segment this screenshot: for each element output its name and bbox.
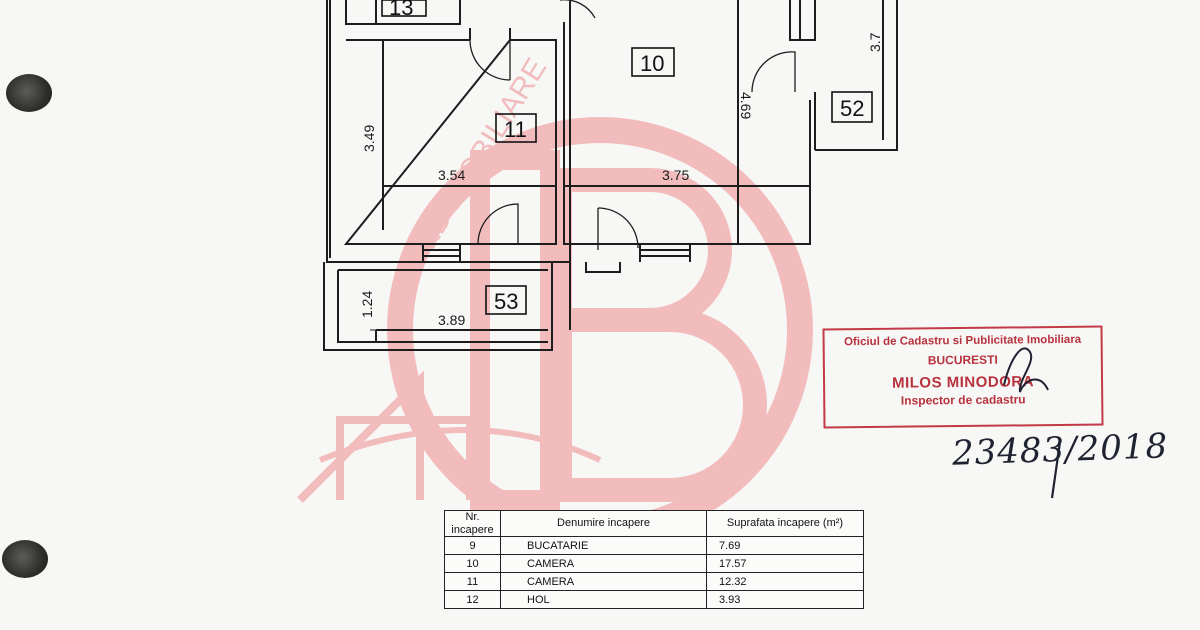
handwritten-registration-number: 23483/2018 [951, 426, 1169, 474]
cell-nr: 12 [444, 590, 501, 610]
room-label-11: 11 [504, 117, 527, 142]
dim-3-75: 3.75 [662, 167, 689, 183]
dim-4-69: 4.69 [738, 92, 754, 119]
table-row: 9 BUCATARIE 7.69 [444, 536, 864, 556]
cell-nr: 9 [444, 536, 501, 556]
cell-area: 17.57 [706, 554, 864, 574]
table-row: 12 HOL 3.93 [444, 590, 864, 610]
room-label-10: 10 [640, 51, 664, 76]
cell-name: HOL [500, 590, 707, 610]
table-header-row: Nr. incapere Denumire incapere Suprafata… [444, 509, 864, 538]
table-row: 11 CAMERA 12.32 [444, 572, 864, 592]
cell-area: 3.93 [706, 590, 864, 610]
cell-name: CAMERA [500, 572, 707, 592]
header-denumire: Denumire incapere [500, 509, 707, 538]
punch-hole-top [6, 74, 52, 112]
room-label-52: 52 [840, 96, 864, 121]
header-nr: Nr. incapere [444, 509, 501, 538]
dim-3-89: 3.89 [438, 312, 465, 328]
cell-area: 7.69 [706, 536, 864, 556]
cell-nr: 11 [444, 572, 501, 592]
cell-name: CAMERA [500, 554, 707, 574]
dim-3-54: 3.54 [438, 167, 465, 183]
room-label-13: 13 [389, 0, 413, 20]
table-row: 10 CAMERA 17.57 [444, 554, 864, 574]
room-label-53: 53 [494, 289, 518, 314]
dim-3-7: 3.7 [867, 32, 883, 52]
dim-3-49: 3.49 [361, 125, 377, 152]
cell-nr: 10 [444, 554, 501, 574]
dim-1-24: 1.24 [359, 291, 375, 318]
room-area-table: Nr. incapere Denumire incapere Suprafata… [444, 509, 864, 610]
punch-hole-bottom [2, 540, 48, 578]
header-suprafata: Suprafata incapere (m²) [706, 509, 864, 538]
cell-name: BUCATARIE [500, 536, 707, 556]
cell-area: 12.32 [706, 572, 864, 592]
